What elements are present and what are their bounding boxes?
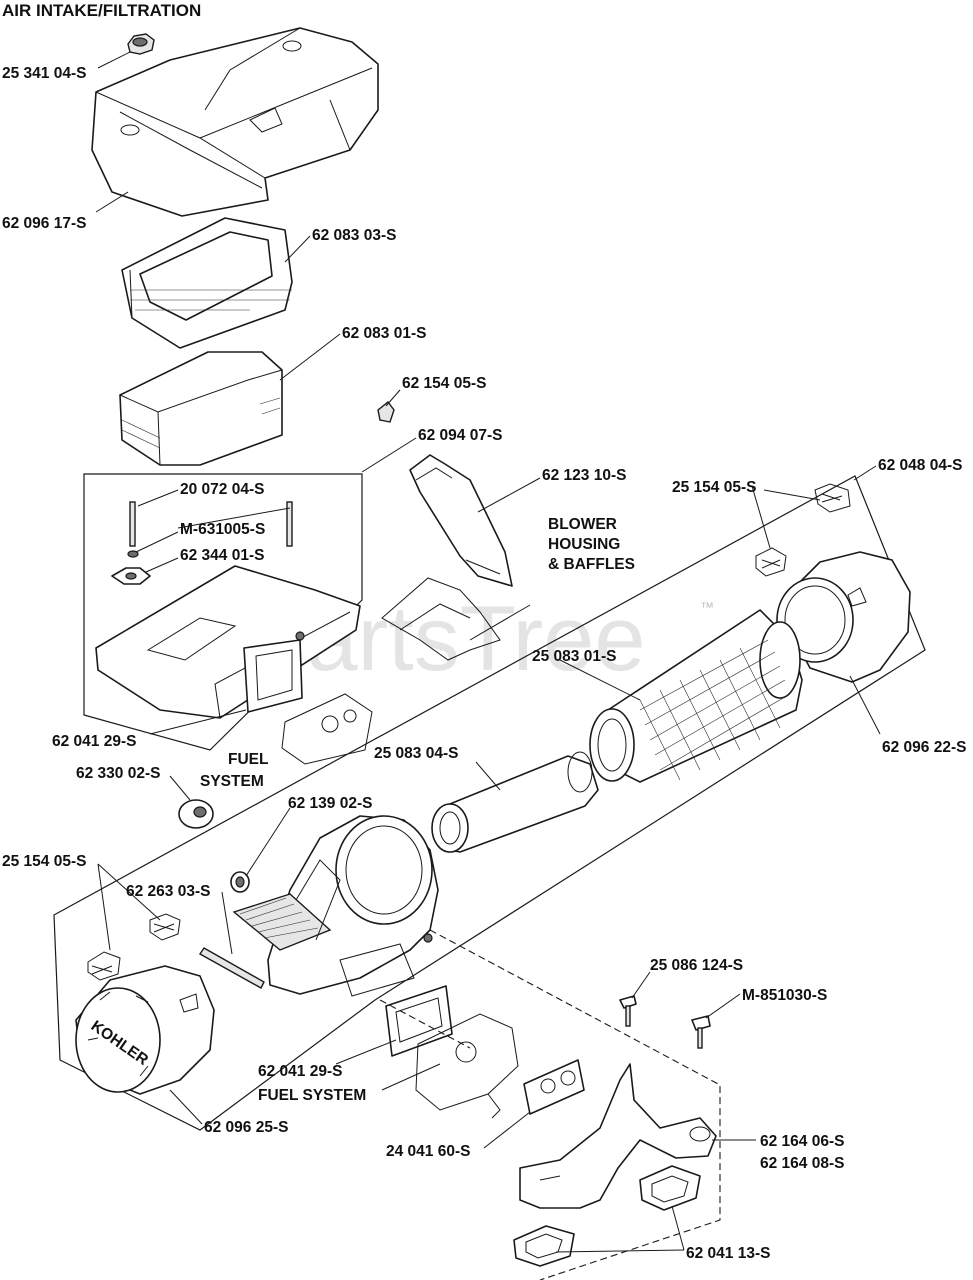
air-filter-element[interactable] xyxy=(119,351,283,466)
carburetor-upper xyxy=(281,693,373,765)
precleaner-part[interactable] xyxy=(121,217,293,349)
callout-62-096-25-s[interactable]: 62 096 25-S xyxy=(204,1119,288,1136)
callout-62-164-08-s[interactable]: 62 164 08-S xyxy=(760,1155,844,1172)
intake-elbow-part[interactable] xyxy=(519,1063,717,1209)
callout-25-083-04-s[interactable]: 25 083 04-S xyxy=(374,745,458,762)
callout-24-041-60-s[interactable]: 24 041 60-S xyxy=(386,1143,470,1160)
callout-62-096-22-s[interactable]: 62 096 22-S xyxy=(882,739,966,756)
callout-m-851030-s[interactable]: M-851030-S xyxy=(742,987,827,1004)
callout-62-083-01-s[interactable]: 62 083 01-S xyxy=(342,325,426,342)
manifold-gasket-part[interactable] xyxy=(523,1059,585,1115)
callout-62-096-17-s[interactable]: 62 096 17-S xyxy=(2,215,86,232)
callout-62-330-02-s[interactable]: 62 330 02-S xyxy=(76,765,160,782)
grommet-part[interactable] xyxy=(178,799,214,829)
rod-part[interactable] xyxy=(198,947,265,989)
main-filter-element[interactable] xyxy=(589,609,803,783)
intake-tube-part[interactable] xyxy=(409,454,513,587)
knob-part[interactable] xyxy=(127,33,155,55)
blower-housing-baffle xyxy=(381,577,501,661)
callout-62-041-29-s-upper[interactable]: 62 041 29-S xyxy=(52,733,136,750)
safety-filter-element[interactable] xyxy=(431,751,599,853)
duct-dashed-outline xyxy=(379,929,721,1280)
bolt-part[interactable] xyxy=(691,1015,711,1049)
callout-20-072-04-s[interactable]: 20 072 04-S xyxy=(180,481,264,498)
callout-62-344-01-s[interactable]: 62 344 01-S xyxy=(180,547,264,564)
stud-parts[interactable] xyxy=(127,501,293,558)
callout-62-123-10-s[interactable]: 62 123 10-S xyxy=(542,467,626,484)
callout-m-631005-s[interactable]: M-631005-S xyxy=(180,521,265,538)
air-cleaner-housing[interactable] xyxy=(232,815,439,997)
note-blower-line-2: HOUSING xyxy=(548,536,620,553)
note-blower-line-1: BLOWER xyxy=(548,516,617,533)
callout-62-263-03-s[interactable]: 62 263 03-S xyxy=(126,883,210,900)
callout-62-041-29-s-lower[interactable]: 62 041 29-S xyxy=(258,1063,342,1080)
small-grommet-part[interactable] xyxy=(230,871,250,893)
clip-parts-right[interactable] xyxy=(755,483,851,577)
callout-25-083-01-s[interactable]: 25 083 01-S xyxy=(532,648,616,665)
screw-part[interactable] xyxy=(619,995,637,1027)
housing-cover-part[interactable] xyxy=(776,551,911,683)
callout-25-341-04-s[interactable]: 25 341 04-S xyxy=(2,65,86,82)
callout-62-094-07-s[interactable]: 62 094 07-S xyxy=(418,427,502,444)
reference-notes: BLOWER HOUSING & BAFFLES FUEL SYSTEM FUE… xyxy=(200,516,635,1104)
watermark-trademark: ™ xyxy=(700,599,714,615)
gasket-part-upper[interactable] xyxy=(243,639,303,713)
air-cleaner-base[interactable] xyxy=(95,565,361,719)
callout-25-154-05-s-right[interactable]: 25 154 05-S xyxy=(672,479,756,496)
callout-62-164-06-s[interactable]: 62 164 06-S xyxy=(760,1133,844,1150)
callout-25-154-05-s-left[interactable]: 25 154 05-S xyxy=(2,853,86,870)
clip-part[interactable] xyxy=(377,401,395,423)
callout-62-139-02-s[interactable]: 62 139 02-S xyxy=(288,795,372,812)
callout-62-041-13-s[interactable]: 62 041 13-S xyxy=(686,1245,770,1262)
note-blower-line-3: & BAFFLES xyxy=(548,556,635,573)
callout-62-048-04-s[interactable]: 62 048 04-S xyxy=(878,457,962,474)
callout-62-083-03-s[interactable]: 62 083 03-S xyxy=(312,227,396,244)
callout-62-154-05-s[interactable]: 62 154 05-S xyxy=(402,375,486,392)
note-fuel-system-lower: FUEL SYSTEM xyxy=(258,1087,366,1104)
note-fuel-system-upper-2: SYSTEM xyxy=(200,773,264,790)
carburetor-lower xyxy=(415,1013,519,1119)
clip-parts-left[interactable] xyxy=(87,913,181,981)
callout-25-086-124-s[interactable]: 25 086 124-S xyxy=(650,957,743,974)
heavy-duty-assembly-group xyxy=(53,475,926,1131)
callout-labels: 25 341 04-S 62 096 17-S 62 083 03-S 62 0… xyxy=(2,65,966,1262)
leader-lines xyxy=(95,51,881,1253)
note-fuel-system-upper-1: FUEL xyxy=(228,751,268,768)
air-cleaner-cover[interactable] xyxy=(91,27,379,217)
wing-nut-part[interactable] xyxy=(111,567,151,585)
diagram-title: AIR INTAKE/FILTRATION xyxy=(2,1,201,20)
end-cap-part[interactable]: KOHLER xyxy=(75,965,215,1095)
